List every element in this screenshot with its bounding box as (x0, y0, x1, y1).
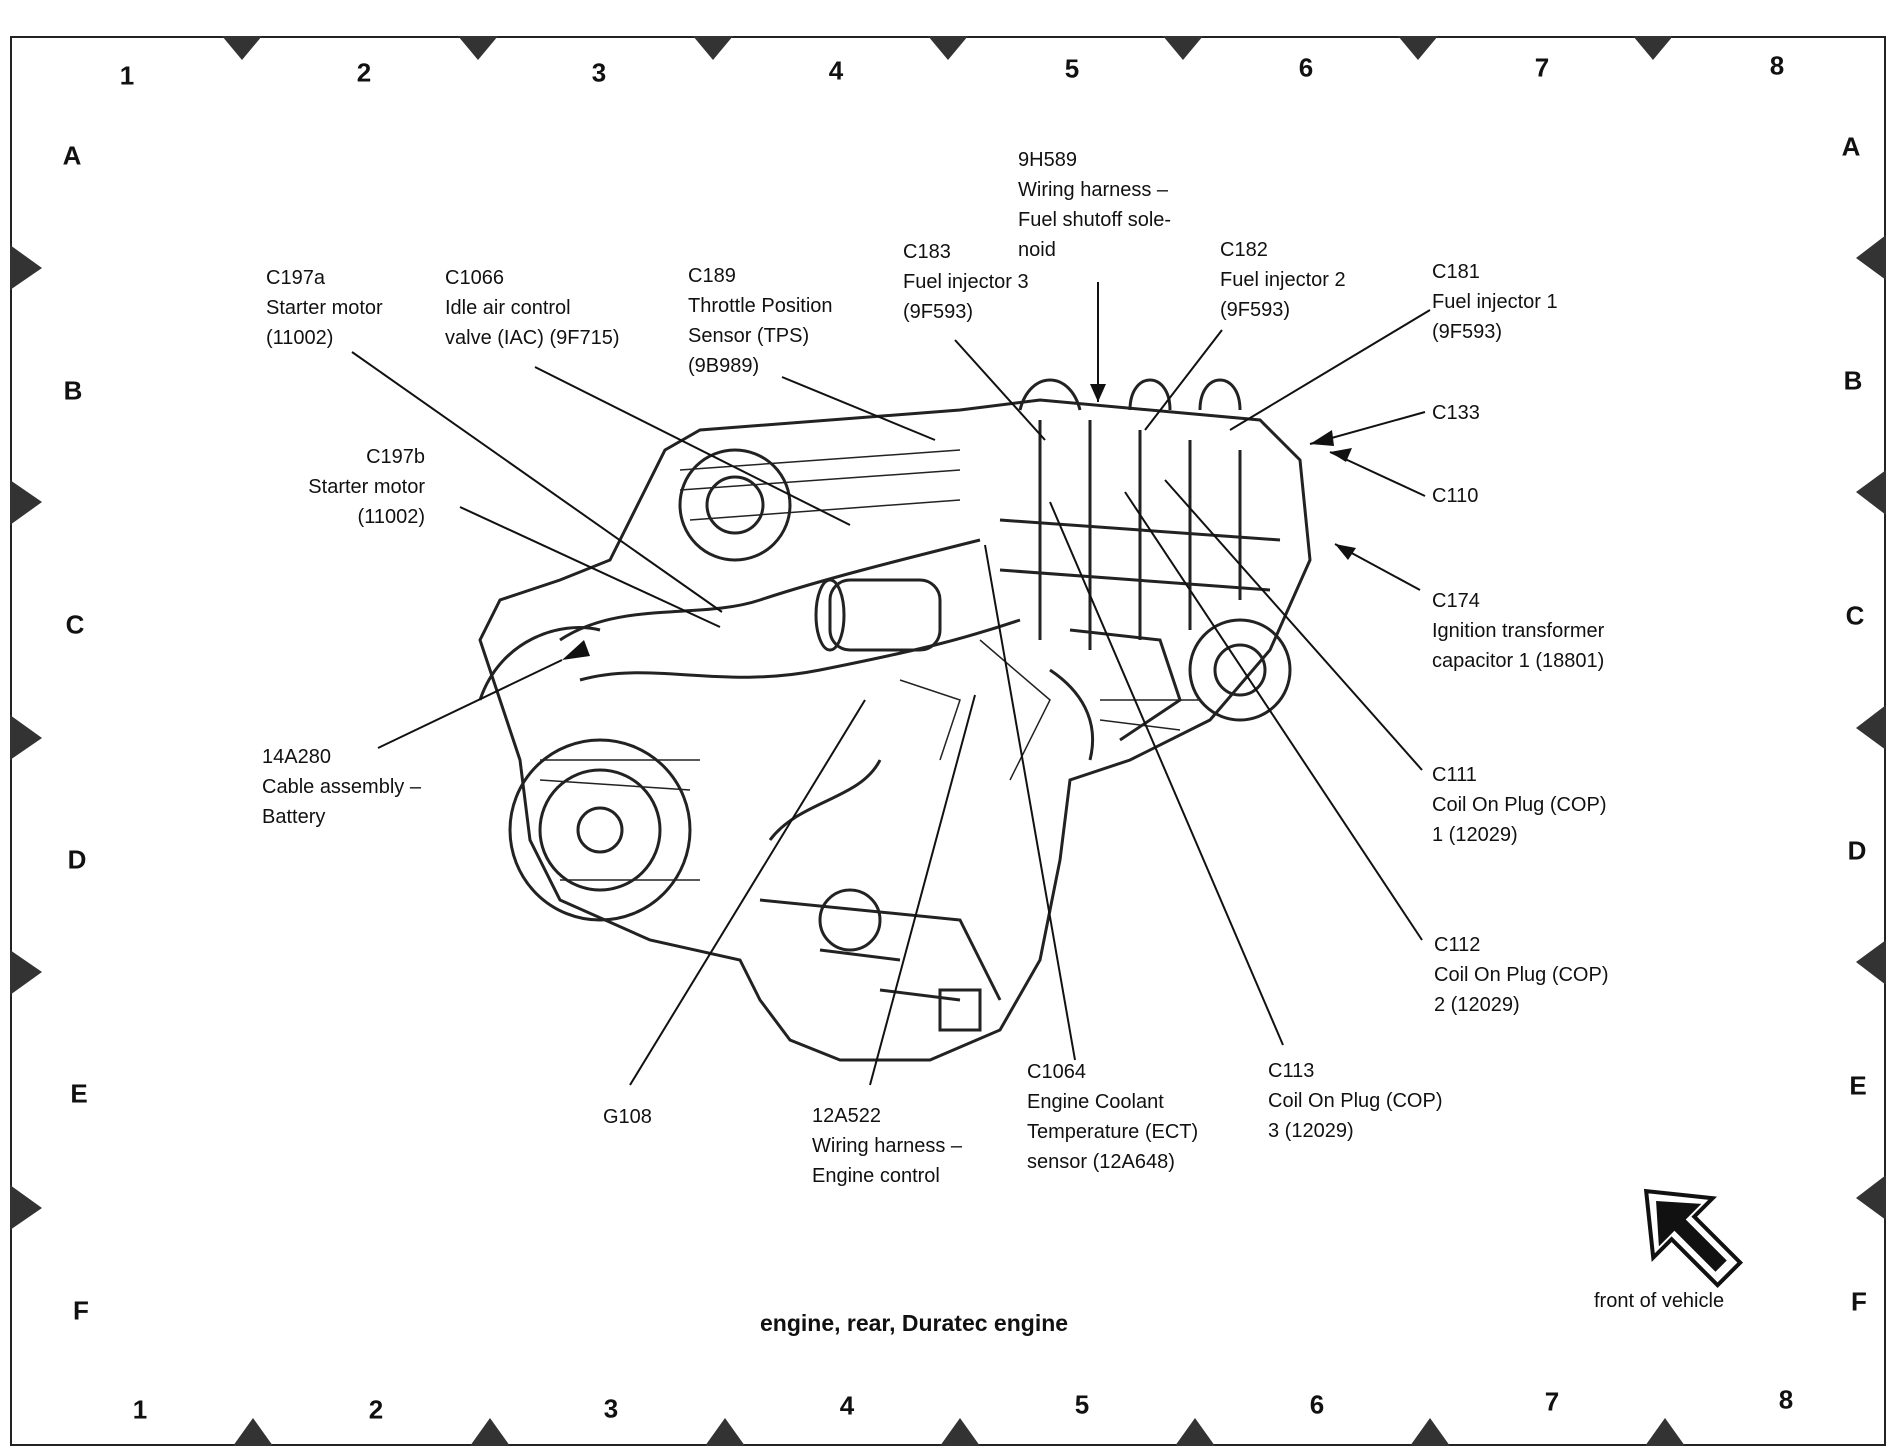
grid-right-C: C (1845, 600, 1865, 631)
grid-top-1: 1 (119, 60, 135, 91)
grid-right-A: A (1841, 131, 1861, 162)
callout-g108: G108 (603, 1106, 652, 1128)
engine-illustration (478, 378, 1312, 1062)
front-arrow-icon (1643, 1188, 1744, 1289)
grid-bottom-5: 5 (1074, 1389, 1090, 1420)
grid-left-D: D (67, 844, 87, 875)
grid-left-A: A (62, 140, 82, 171)
grid-left-E: E (70, 1078, 88, 1109)
grid-bottom-7: 7 (1544, 1386, 1560, 1417)
grid-top-8: 8 (1769, 50, 1785, 81)
grid-top-6: 6 (1298, 52, 1314, 83)
grid-top-4: 4 (828, 55, 844, 86)
grid-top-3: 3 (591, 57, 607, 88)
grid-left-C: C (65, 609, 85, 640)
grid-right-F: F (1851, 1286, 1867, 1317)
grid-left-B: B (63, 375, 83, 406)
grid-bottom-2: 2 (368, 1394, 384, 1425)
leader-lines (351, 282, 1431, 1086)
grid-bottom-6: 6 (1309, 1389, 1325, 1420)
grid-top-2: 2 (356, 57, 372, 88)
grid-right-D: D (1847, 835, 1867, 866)
grid-bottom-1: 1 (132, 1394, 148, 1425)
grid-right-E: E (1849, 1070, 1867, 1101)
callout-c133: C133 (1432, 402, 1480, 424)
callout-c110: C110 (1432, 485, 1479, 507)
grid-top-5: 5 (1064, 53, 1080, 84)
grid-bottom-4: 4 (839, 1390, 855, 1421)
grid-left-F: F (73, 1295, 89, 1326)
diagram-caption: engine, rear, Duratec engine (760, 1310, 1069, 1336)
grid-right-B: B (1843, 365, 1863, 396)
grid-bottom-8: 8 (1778, 1384, 1794, 1415)
leader-arrowheads (562, 384, 1356, 660)
front-of-vehicle-label: front of vehicle (1594, 1290, 1725, 1312)
grid-bottom-3: 3 (603, 1393, 619, 1424)
grid-top-7: 7 (1534, 52, 1550, 83)
grid-markers (10, 36, 1886, 1446)
engine-detail-lines (539, 449, 1200, 881)
